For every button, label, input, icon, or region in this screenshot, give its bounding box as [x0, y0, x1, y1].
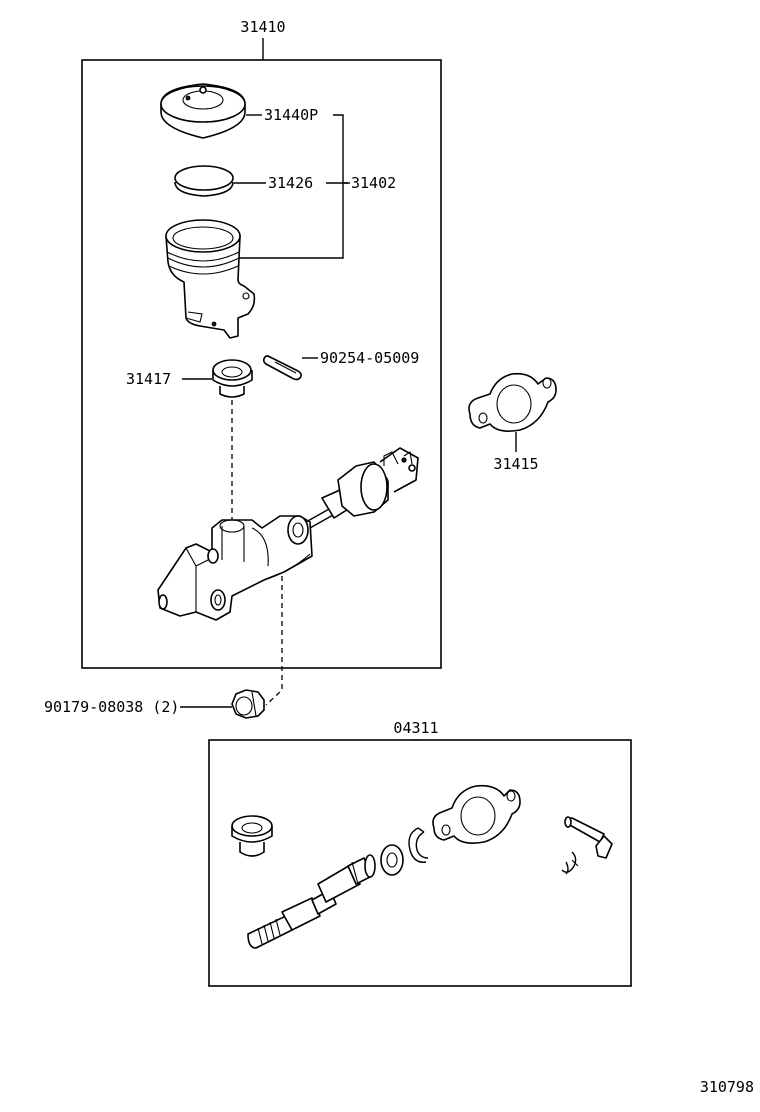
kit-snap-ring: [408, 827, 429, 863]
gasket-label: 31415: [493, 455, 538, 473]
seal-label: 31426: [268, 174, 313, 192]
reservoir-cap: [160, 83, 246, 139]
kit-grommet: [231, 815, 273, 857]
assembly-label: 31410: [240, 18, 285, 36]
kit-washer: [380, 844, 404, 876]
kit-piston: [247, 854, 376, 949]
clevis-boot: [337, 447, 419, 517]
gasket: [468, 372, 557, 432]
grommet: [212, 359, 253, 398]
cap-label: 31440P: [264, 106, 318, 124]
kit-label: 04311: [393, 719, 438, 737]
spring-pin: [262, 355, 302, 381]
master-cylinder-body: [157, 515, 313, 621]
pin-label: 90254-05009: [320, 349, 419, 367]
hex-nut: [231, 689, 265, 719]
kit-clip: [561, 851, 579, 875]
figure-number: 310798: [700, 1078, 754, 1096]
assembly-box: [81, 59, 442, 669]
reservoir-body: [165, 219, 256, 339]
seal-diaphragm: [174, 165, 234, 197]
grommet-label: 31417: [126, 370, 171, 388]
kit-clevis-pin: [564, 816, 613, 859]
nut-label: 90179-08038 (2): [44, 698, 179, 716]
reservoir-group-label: 31402: [351, 174, 396, 192]
kit-gasket: [432, 784, 521, 844]
kit-box: [208, 739, 632, 987]
